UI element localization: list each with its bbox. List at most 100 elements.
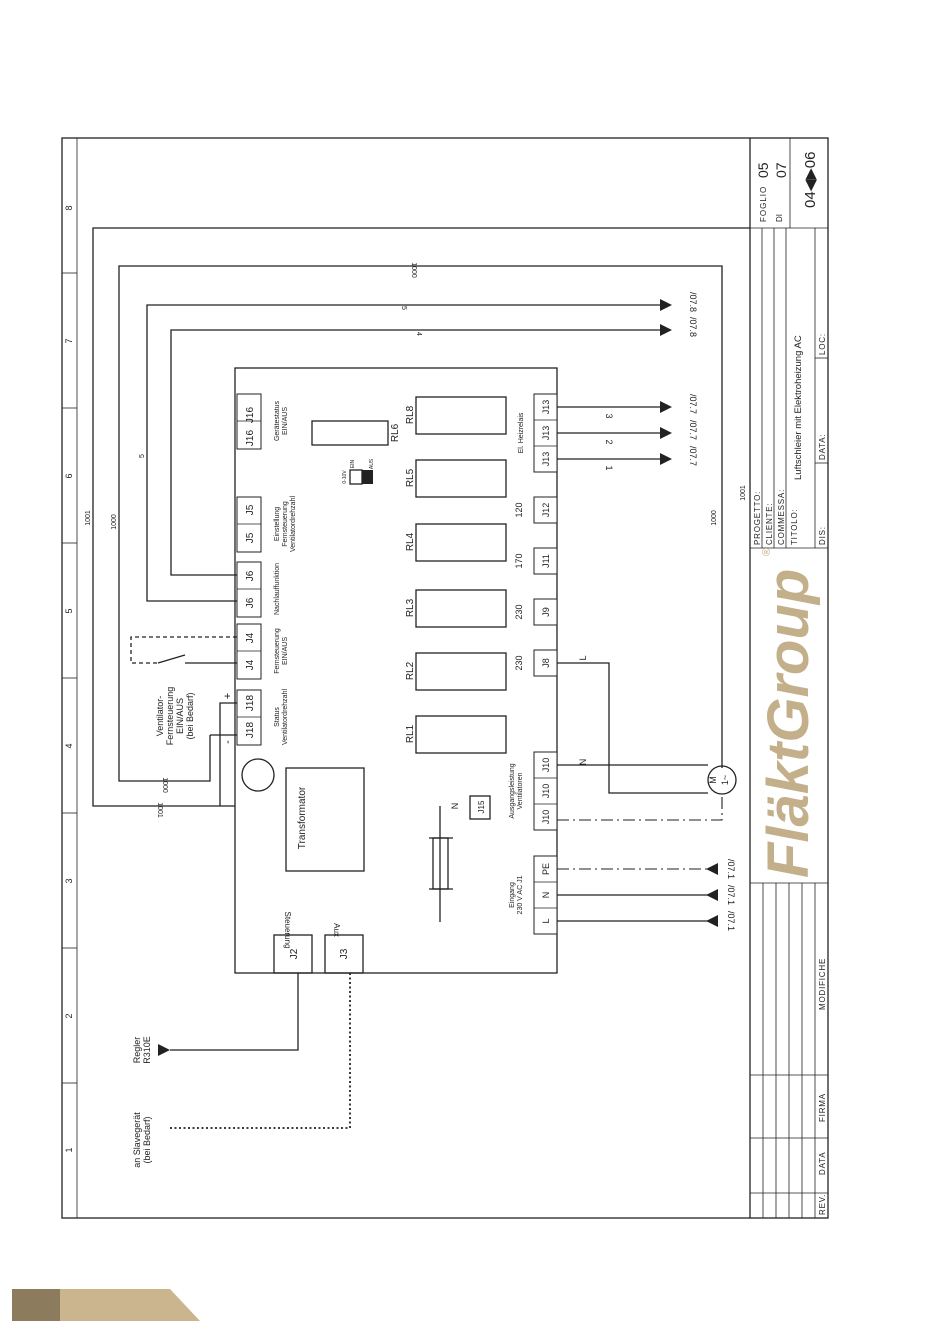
relay-label: RL1 xyxy=(405,724,416,743)
remote-switch-wire xyxy=(130,636,237,664)
arrow-ref xyxy=(660,324,672,336)
plus-label: + xyxy=(222,693,234,699)
brand-logo: FläktGroup xyxy=(756,569,821,878)
label-ventilator: Ventilator-FernsteuerungEIN/AUS(bei Beda… xyxy=(155,687,195,746)
relay-label: RL4 xyxy=(405,532,416,551)
ref-label: /07.7 xyxy=(688,394,698,414)
terminal-label: J10 xyxy=(541,784,551,799)
relay-label: RL6 xyxy=(390,423,401,442)
terminal-label: J18 xyxy=(245,695,256,712)
ref-label: /07.7 xyxy=(688,446,698,466)
footer-bar-dark xyxy=(12,1289,60,1321)
sheet-navigation[interactable]: 04◀▶06 xyxy=(802,152,819,208)
terminal-label: J6 xyxy=(245,597,256,608)
data-label: DATA: xyxy=(818,434,827,460)
ref-label: /07.7 xyxy=(688,420,698,440)
capacitor xyxy=(432,837,449,890)
j15-n-label: N xyxy=(450,803,460,810)
titolo-label: TITOLO: xyxy=(790,508,799,545)
arrow-ref xyxy=(706,915,718,927)
minus-label: - xyxy=(222,740,234,744)
relay-label: RL3 xyxy=(405,598,416,617)
label-fernsteuerung: FernsteuerungEIN/AUS xyxy=(274,628,289,674)
title-block xyxy=(749,138,828,1218)
wire-label: 1000 xyxy=(111,514,118,530)
switch-label-ein: EIN xyxy=(350,459,356,468)
firma-label: FIRMA xyxy=(818,1093,827,1122)
motor-label: M xyxy=(708,776,718,784)
terminal-label: J5 xyxy=(245,504,256,515)
label-regler: ReglerR310E xyxy=(132,1036,152,1064)
ref-label: /07.8 xyxy=(688,292,698,312)
label-ausgang: AusgangsleistungVentilatoren xyxy=(509,763,524,818)
wire-aux-slave xyxy=(170,973,351,1129)
wire-label: 1001 xyxy=(85,510,92,526)
wire-label: 1000 xyxy=(711,510,718,526)
motor-phase-label: 1~ xyxy=(720,775,730,785)
wire-number: 1 xyxy=(604,465,614,470)
wire-4 xyxy=(170,329,660,576)
terminal-label: J12 xyxy=(541,503,551,518)
wire-label: 1001 xyxy=(740,485,747,501)
value-label: 230 xyxy=(514,655,524,670)
ref-label: /07.1 xyxy=(726,911,736,931)
relay-label: RL2 xyxy=(405,661,416,680)
wire-label: 4 xyxy=(415,332,422,336)
fuse-holder xyxy=(241,758,275,792)
transformer xyxy=(285,767,365,872)
terminal-row-bottom xyxy=(533,393,558,935)
label-aux: Aux xyxy=(332,923,341,937)
wire-motor-L xyxy=(557,662,708,794)
terminal-label: J18 xyxy=(245,722,256,739)
wire-label: 1000 xyxy=(410,262,417,278)
arrow-ref xyxy=(706,889,718,901)
ref-label: /07.1 xyxy=(726,859,736,879)
wire-J18-minus xyxy=(219,702,237,806)
terminal-row-top xyxy=(236,393,262,746)
dip-switch[interactable] xyxy=(349,469,363,485)
ref-label: /07.1 xyxy=(726,885,736,905)
switch-label-0-10v: 0-10V xyxy=(342,470,348,484)
wire-motor-PE xyxy=(557,793,723,821)
relay-label: RL5 xyxy=(405,468,416,487)
motor-L-label: L xyxy=(578,655,588,660)
terminal-J3 xyxy=(324,934,364,974)
wire-label: 5 xyxy=(139,454,146,458)
grid-number: 7 xyxy=(64,338,74,343)
value-label: 230 xyxy=(514,604,524,619)
terminal-label: J6 xyxy=(245,570,256,581)
terminal-label: J4 xyxy=(245,632,256,643)
grid-number: 8 xyxy=(64,205,74,210)
grid-number: 4 xyxy=(64,743,74,748)
wire-label: 5 xyxy=(400,306,407,310)
footer-bar-light xyxy=(60,1289,200,1321)
arrow-ref xyxy=(706,863,718,875)
sheet-frame xyxy=(61,137,829,1219)
terminal-label: J10 xyxy=(541,758,551,773)
relay-RL6 xyxy=(311,420,389,446)
label-eingang: Eingang230 V AC J1 xyxy=(509,875,524,914)
di-label: DI xyxy=(775,214,784,222)
wire-number: 2 xyxy=(604,439,614,444)
wire-1000 xyxy=(118,265,723,782)
terminal-label: J13 xyxy=(541,400,551,415)
terminal-label: L xyxy=(541,918,551,923)
terminal-label: N xyxy=(541,892,551,899)
wire-number: 3 xyxy=(604,413,614,418)
terminal-label: J13 xyxy=(541,426,551,441)
dis-label: DIS: xyxy=(818,526,827,545)
terminal-label: J10 xyxy=(541,810,551,825)
wire-label: 1000 xyxy=(161,777,168,793)
terminal-label: PE xyxy=(541,863,551,875)
terminal-label: J8 xyxy=(541,658,551,668)
cliente-label: CLIENTE: xyxy=(765,503,774,545)
arrow-ref xyxy=(660,427,672,439)
terminal-J15 xyxy=(469,795,491,820)
grid-number: 6 xyxy=(64,473,74,478)
arrow-ref xyxy=(660,401,672,413)
terminal-label: J9 xyxy=(541,607,551,617)
label-geraetestatus: GerätestatusEIN/AUS xyxy=(274,400,289,441)
arrow-ref xyxy=(660,299,672,311)
foglio-value: 05 xyxy=(755,162,771,178)
foglio-label: FOGLIO xyxy=(759,186,768,222)
